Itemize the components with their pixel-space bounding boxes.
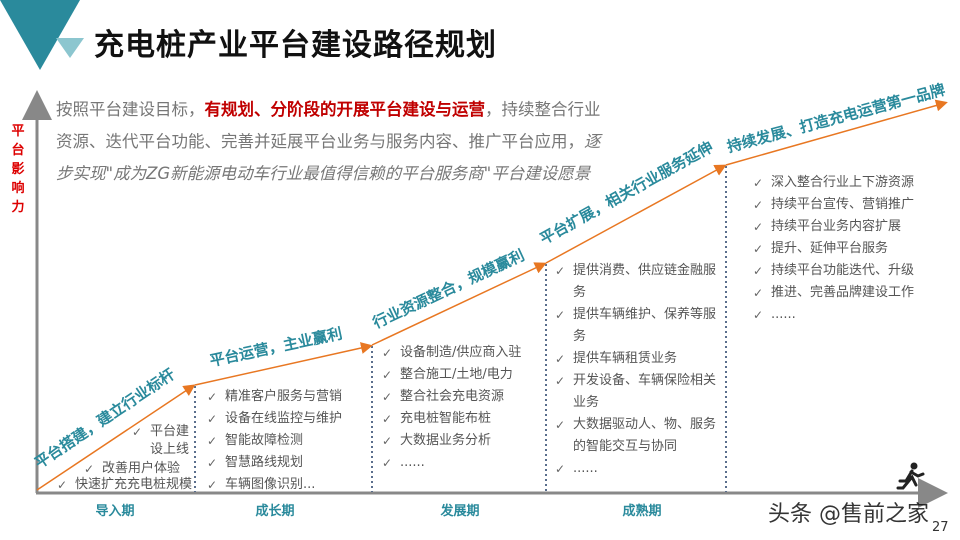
intro-vision: 逐步实现"成为ZG新能源电动车行业最值得信赖的平台服务商"平台建设愿景	[56, 132, 601, 183]
stage-2-list: 精准客户服务与营销 设备在线监控与维护 智能故障检测 智慧路线规划 车辆图像识别…	[207, 386, 342, 496]
list-item: 车辆图像识别...	[207, 474, 342, 496]
corner-decoration	[0, 0, 84, 70]
list-item: ......	[555, 458, 720, 480]
stage-1-item: 快速扩充充电桩规模	[57, 474, 192, 496]
list-item: 设备制造/供应商入驻	[382, 342, 521, 364]
list-item: 整合施工/土地/电力	[382, 364, 521, 386]
list-item: ......	[382, 452, 521, 474]
stage-5-list: 深入整合行业上下游资源 持续平台宣传、营销推广 持续平台业务内容扩展 提升、延伸…	[753, 172, 914, 326]
phase-label: 导入期	[95, 504, 135, 519]
growth-path	[36, 99, 948, 491]
runner-icon	[896, 462, 925, 490]
list-item: 整合社会充电资源	[382, 386, 521, 408]
list-item: 充电桩智能布桩	[382, 408, 521, 430]
list-item: 智慧路线规划	[207, 452, 342, 474]
y-axis-label: 平台影响力	[11, 124, 25, 215]
phase-label: 发展期	[440, 504, 480, 519]
phase-dividers	[194, 166, 727, 492]
intro-highlight: 有规划、分阶段的开展平台建设与运营	[204, 100, 486, 119]
intro-text: 按照平台建设目标，	[56, 100, 205, 119]
phase-label: 成长期	[255, 504, 295, 519]
intro-paragraph: 按照平台建设目标，有规划、分阶段的开展平台建设与运营，持续整合行业资源、迭代平台…	[56, 94, 601, 190]
list-item: 持续平台业务内容扩展	[753, 216, 914, 238]
page-title: 充电桩产业平台建设路径规划	[94, 28, 497, 63]
list-item: ......	[753, 304, 914, 326]
list-item: 持续平台功能迭代、升级	[753, 260, 914, 282]
list-item: 提升、延伸平台服务	[753, 238, 914, 260]
stage-1-item: 平台建设上线	[132, 423, 196, 459]
list-item: 深入整合行业上下游资源	[753, 172, 914, 194]
page-number: 27	[932, 520, 949, 535]
list-item: 开发设备、车辆保险相关业务	[555, 370, 720, 414]
watermark: 头条 @售前之家	[768, 502, 929, 527]
phase-label: 成熟期	[622, 504, 662, 519]
list-item: 设备在线监控与维护	[207, 408, 342, 430]
list-item: 精准客户服务与营销	[207, 386, 342, 408]
intro-text-2: ，持续整合行业资源、迭代平台功能、完善并延展平台业务与服务内容、推广平台应用，	[56, 100, 601, 151]
list-item: 大数据驱动人、物、服务的智能交互与协同	[555, 414, 720, 458]
stage-1-item: 改善用户体验	[84, 458, 180, 480]
stage-3-list: 设备制造/供应商入驻 整合施工/土地/电力 整合社会充电资源 充电桩智能布桩 大…	[382, 342, 521, 474]
list-item: 大数据业务分析	[382, 430, 521, 452]
list-item: 提供消费、供应链金融服务	[555, 260, 720, 304]
list-item: 智能故障检测	[207, 430, 342, 452]
list-item: 推进、完善品牌建设工作	[753, 282, 914, 304]
stage-4-list: 提供消费、供应链金融服务 提供车辆维护、保养等服务 提供车辆租赁业务 开发设备、…	[555, 260, 720, 480]
list-item: 持续平台宣传、营销推广	[753, 194, 914, 216]
list-item: 提供车辆维护、保养等服务	[555, 304, 720, 348]
list-item: 提供车辆租赁业务	[555, 348, 720, 370]
